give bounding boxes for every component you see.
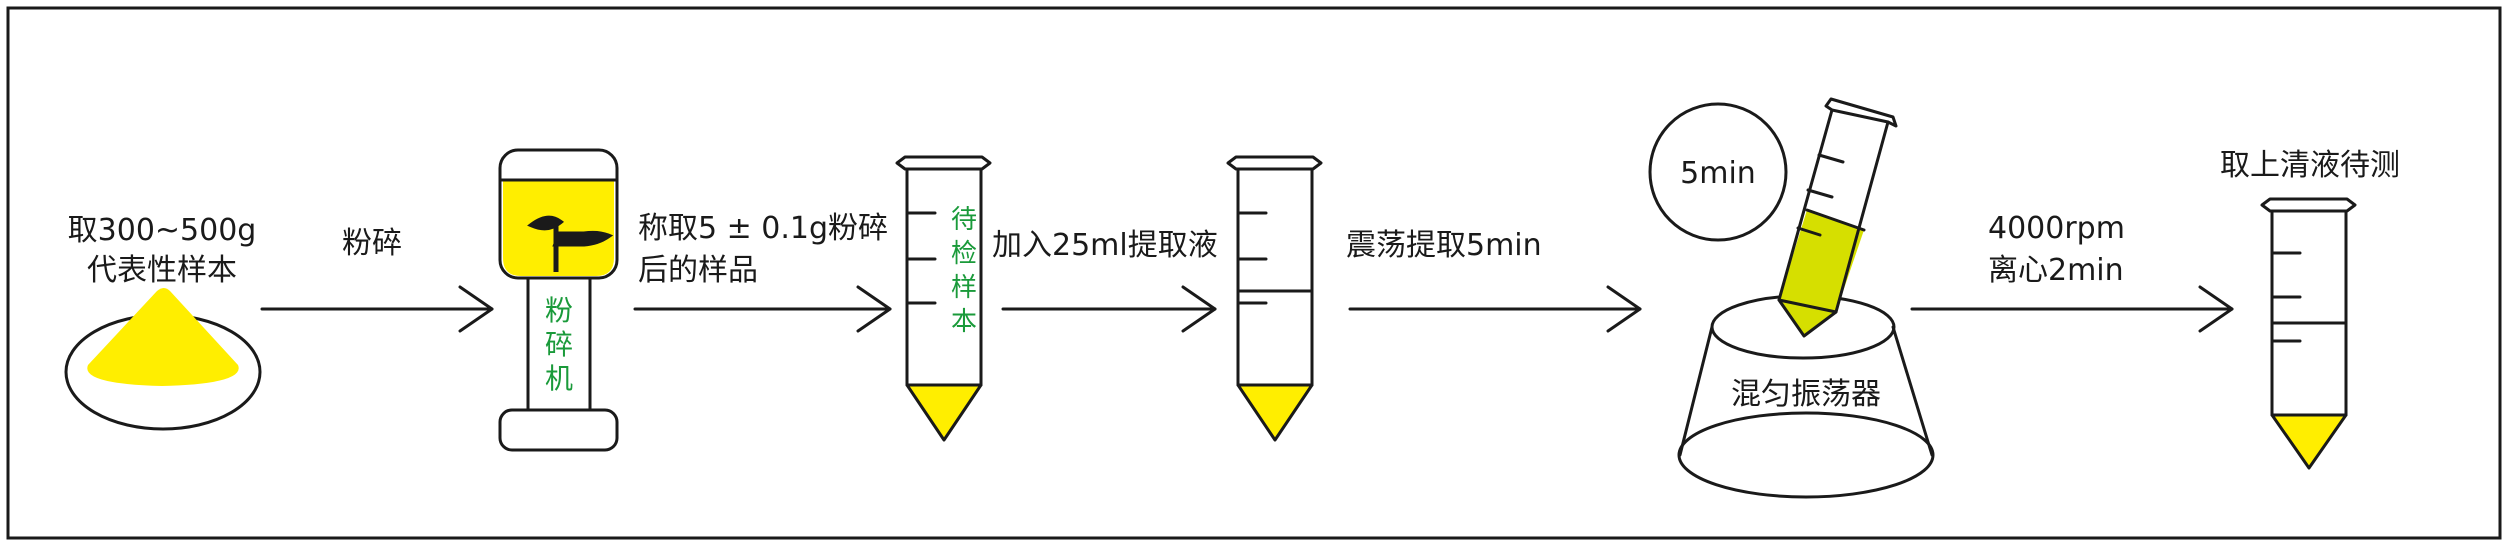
tube-1-yellow-tip — [907, 385, 981, 440]
grinder-char-2: 碎 — [545, 328, 573, 361]
test-tube-icon — [1226, 155, 1323, 442]
arrow-1 — [260, 285, 494, 333]
timer-label: 5min — [1680, 156, 1756, 191]
diagram-frame — [6, 6, 2502, 540]
grinder-char-1: 粉 — [545, 294, 573, 327]
grinder-blade — [527, 215, 614, 272]
tube-1-char-4: 本 — [951, 307, 977, 337]
arrow-2 — [633, 285, 892, 333]
mixer-label: 混匀振荡器 — [1731, 377, 1881, 412]
arrow-5 — [1910, 285, 2234, 333]
weigh-text-line2: 后的样品 — [638, 253, 758, 288]
arrow-4 — [1348, 285, 1642, 333]
tube-1-char-3: 样 — [951, 273, 977, 303]
supernatant-label: 取上清液待测 — [2220, 148, 2400, 183]
tilted-tube — [1777, 97, 1898, 338]
sample-pile-icon — [64, 288, 262, 431]
grind-label: 粉碎 — [342, 226, 402, 261]
centrifuge-text-line1: 4000rpm — [1988, 211, 2125, 246]
tube-1-char-1: 待 — [951, 205, 977, 235]
yellow-powder-cone — [87, 288, 239, 386]
arrow-3 — [1001, 285, 1217, 333]
grinder-icon — [498, 148, 619, 452]
test-tube-icon — [2260, 197, 2357, 470]
extract-label: 加入25ml提取液 — [992, 228, 1218, 263]
shaker-base-ellipse — [1677, 411, 1935, 499]
test-tube-icon — [895, 155, 992, 442]
tube-1-char-2: 检 — [951, 239, 977, 269]
tube-3-yellow-tip — [2272, 415, 2346, 468]
sample-text-line2: 代表性样本 — [87, 253, 237, 288]
timer-circle-icon — [1648, 102, 1788, 242]
centrifuge-text-line2: 离心2min — [1988, 253, 2124, 288]
sample-text-line1: 取300~500g — [68, 213, 257, 248]
tube-2-yellow-tip — [1238, 385, 1312, 440]
grinder-base — [498, 408, 619, 452]
shaker-icon — [1677, 97, 1935, 499]
grinder-char-3: 机 — [545, 362, 573, 395]
shake-label: 震荡提取5min — [1346, 228, 1542, 263]
weigh-text-line1: 称取5 ± 0.1g粉碎 — [638, 211, 888, 246]
